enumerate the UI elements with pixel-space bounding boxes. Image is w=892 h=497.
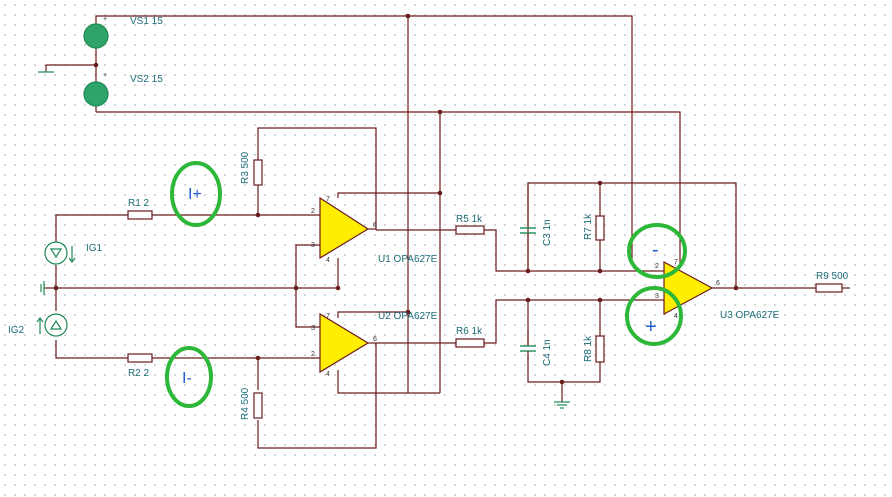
c3-label: C3 1n <box>542 219 553 246</box>
i-plus-text: I+ <box>188 186 202 203</box>
i-minus-text: I- <box>182 370 192 387</box>
resistor-r7[interactable]: R7 1k <box>583 213 605 241</box>
resistor-r9[interactable]: R9 500 <box>815 271 849 293</box>
u3-pin2: 2 <box>655 263 659 270</box>
u2-pin7: 7 <box>326 313 330 320</box>
resistor-r6[interactable]: R6 1k <box>455 326 485 348</box>
r5-label: R5 1k <box>456 214 483 225</box>
u1-pin2: 2 <box>311 208 315 215</box>
u1-pin3: 3 <box>311 242 315 249</box>
r4-label: R4 500 <box>240 387 251 420</box>
annotation-noninverting-input: + <box>625 286 683 346</box>
u2-pin3: 3 <box>311 325 315 332</box>
u2-label: U2 OPA627E <box>378 311 438 322</box>
resistor-r8[interactable]: R8 1k <box>583 335 605 363</box>
c4-label: C4 1n <box>542 339 553 366</box>
plus-text: + <box>645 316 657 338</box>
voltage-source-vs1[interactable]: + VS1 15 <box>83 16 163 49</box>
resistor-r1[interactable]: R1 2 <box>127 198 153 220</box>
ig1-label: IG1 <box>86 243 103 254</box>
current-source-ig1[interactable]: IG1 <box>44 241 103 265</box>
u1-pin4: 4 <box>326 257 330 264</box>
u2-pin4: 4 <box>326 371 330 378</box>
vs2-label: VS2 15 <box>130 74 163 85</box>
u3-pin3: 3 <box>655 293 659 300</box>
annotation-inverting-input: - <box>627 223 687 279</box>
resistor-r5[interactable]: R5 1k <box>455 214 485 235</box>
u1-pin6: 6 <box>373 222 377 229</box>
vs1-plus-label: + <box>103 16 107 23</box>
r7-label: R7 1k <box>583 213 594 240</box>
vs2-plus-label: + <box>103 72 107 79</box>
u3-label: U3 OPA627E <box>720 310 780 321</box>
capacitor-c3[interactable]: C3 1n <box>520 183 553 255</box>
ground-symbol-input <box>40 281 45 295</box>
opamp-u1[interactable]: 2 3 6 7 4 U1 OPA627E <box>311 196 438 265</box>
r1-label: R1 2 <box>128 198 150 209</box>
r2-label: R2 2 <box>128 368 150 379</box>
ground-symbol-filter <box>554 401 570 409</box>
annotation-i-plus: I+ <box>170 161 222 227</box>
u2-pin6: 6 <box>373 336 377 343</box>
resistor-r3[interactable]: R3 500 <box>240 151 263 186</box>
junctions <box>53 13 739 385</box>
current-source-ig2[interactable]: IG2 <box>8 313 68 337</box>
resistor-r2[interactable]: R2 2 <box>127 353 153 379</box>
u1-label: U1 OPA627E <box>378 254 438 265</box>
minus-text: - <box>652 239 659 261</box>
r6-label: R6 1k <box>456 326 483 337</box>
u3-pin7: 7 <box>674 259 678 266</box>
annotation-i-minus: I- <box>165 346 213 408</box>
wires <box>44 15 850 449</box>
vs1-label: VS1 15 <box>130 16 163 27</box>
r9-label: R9 500 <box>816 271 849 282</box>
u3-pin4: 4 <box>674 313 678 320</box>
u1-pin7: 7 <box>326 196 330 203</box>
r3-label: R3 500 <box>240 151 251 184</box>
r8-label: R8 1k <box>583 335 594 362</box>
ig2-label: IG2 <box>8 325 25 336</box>
voltage-source-vs2[interactable]: + VS2 15 <box>83 72 163 107</box>
u2-pin2: 2 <box>311 351 315 358</box>
resistor-r4[interactable]: R4 500 <box>240 387 263 420</box>
u3-pin6: 6 <box>716 280 720 287</box>
opamp-u2[interactable]: 3 2 6 7 4 U2 OPA627E <box>311 311 438 378</box>
capacitor-c4[interactable]: C4 1n <box>520 330 553 366</box>
opamp-u3[interactable]: 2 3 6 7 4 U3 OPA627E <box>655 259 780 321</box>
